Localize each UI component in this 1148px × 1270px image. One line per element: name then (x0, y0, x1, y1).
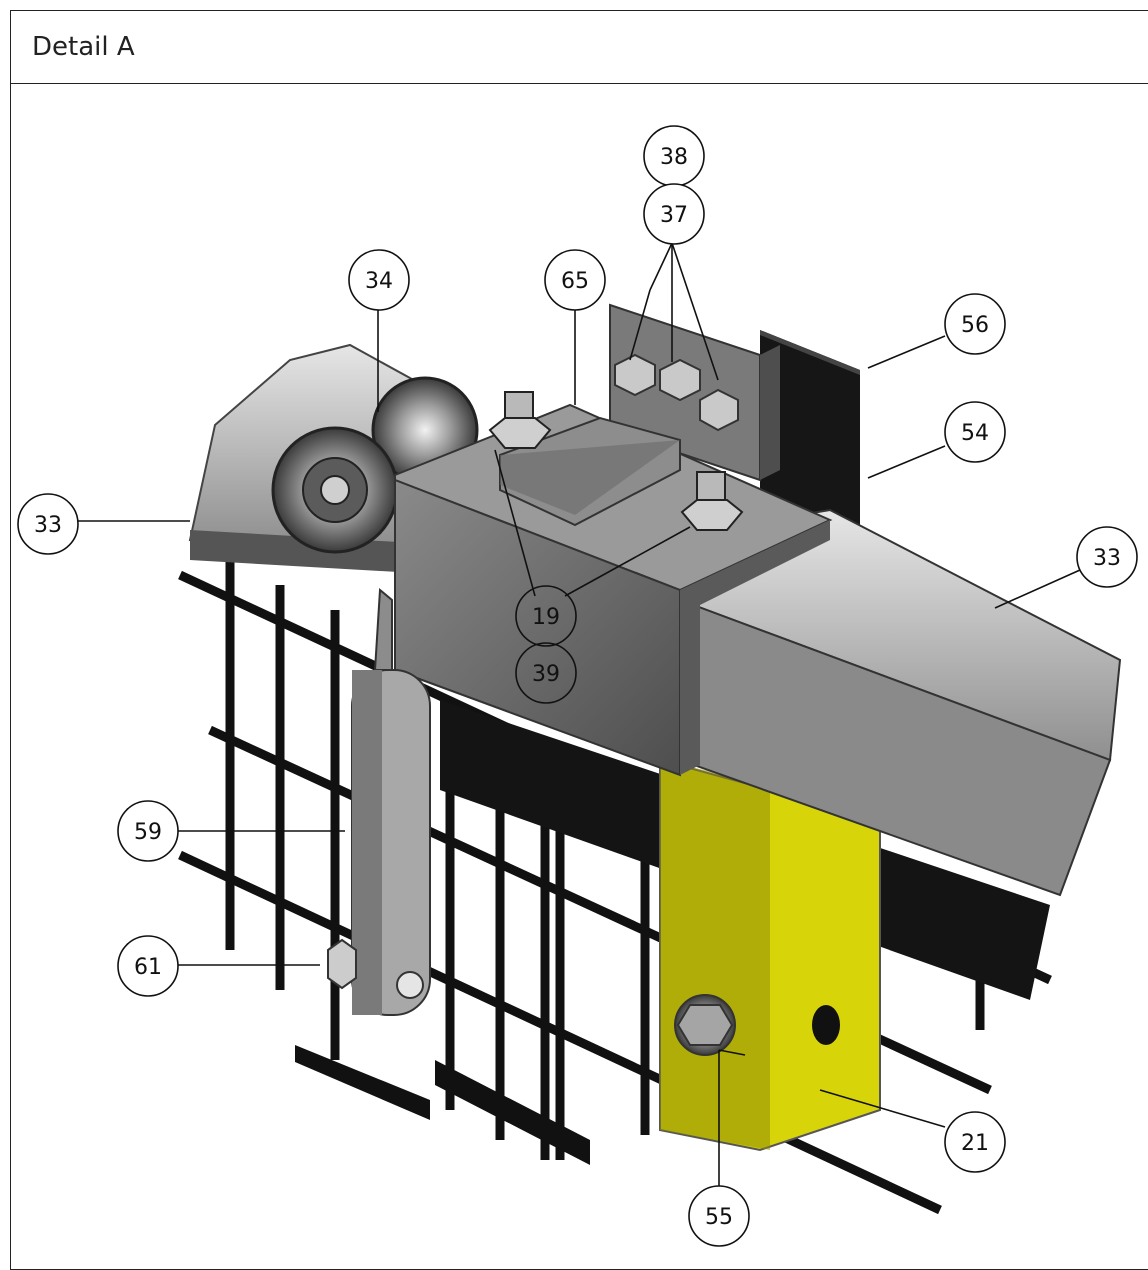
balloon-55: 55 (688, 1185, 750, 1247)
svg-text:54: 54 (961, 421, 989, 446)
bolt-55 (674, 994, 736, 1056)
eye-rod-59 (351, 587, 431, 1016)
detail-header: Detail A (10, 10, 1148, 84)
top-plate-face (500, 440, 680, 515)
balloon-34: 34 (348, 249, 410, 311)
post-cap (760, 330, 860, 375)
svg-text:33: 33 (34, 513, 62, 538)
mesh-bottom-bar (295, 1045, 430, 1120)
wheel-34 (271, 376, 479, 554)
clamp-block-inner (680, 520, 830, 775)
left-rail-dark-face (190, 530, 450, 575)
mesh-lower-panel (435, 1060, 590, 1165)
svg-text:19: 19 (532, 605, 560, 630)
balloon-54: 54 (944, 401, 1006, 463)
balloon-61: 61 (117, 935, 179, 997)
leader-lines (78, 242, 1081, 1187)
balloon-37: 37 (643, 183, 705, 245)
balloon-39: 39 (515, 642, 577, 704)
balloon-33-right: 33 (1076, 526, 1138, 588)
svg-text:33: 33 (1093, 546, 1121, 571)
balloon-33-left: 33 (17, 493, 79, 555)
balloon-56: 56 (944, 293, 1006, 355)
svg-text:37: 37 (660, 203, 688, 228)
nut-61 (327, 938, 357, 990)
svg-text:38: 38 (660, 145, 688, 170)
balloon-65: 65 (544, 249, 606, 311)
svg-text:59: 59 (134, 820, 162, 845)
yellow-post-shadow (660, 760, 770, 1150)
yellow-post-hole (812, 1005, 840, 1045)
bolts-37 (614, 353, 739, 432)
svg-text:39: 39 (532, 662, 560, 687)
svg-text:21: 21 (961, 1131, 989, 1156)
detail-title: Detail A (32, 32, 135, 62)
svg-text:55: 55 (705, 1205, 733, 1230)
bolts-19 (488, 391, 744, 531)
balloon-19: 19 (515, 585, 577, 647)
svg-text:56: 56 (961, 313, 989, 338)
bracket-side (760, 345, 780, 480)
balloon-21: 21 (944, 1111, 1006, 1173)
svg-text:61: 61 (134, 955, 162, 980)
balloon-59: 59 (117, 800, 179, 862)
svg-text:34: 34 (365, 269, 393, 294)
balloon-38: 38 (643, 125, 705, 187)
svg-text:65: 65 (561, 269, 589, 294)
